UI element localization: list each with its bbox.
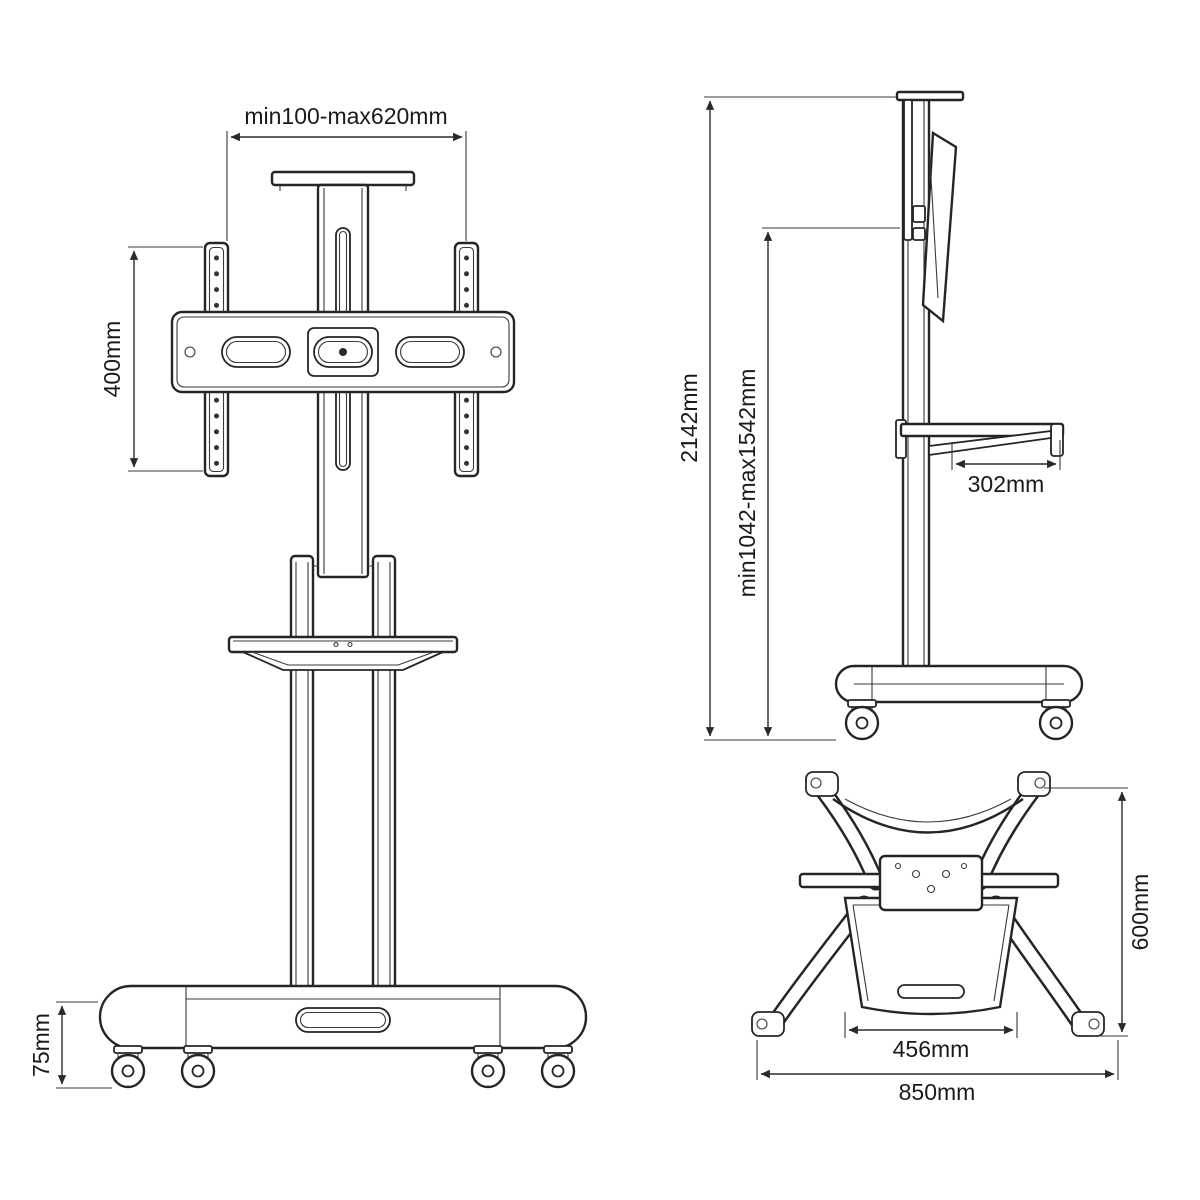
dim-label-base-width: 850mm [899, 1079, 976, 1105]
dim-shelf-depth: 302mm [951, 440, 1061, 497]
dim-label-base-depth: 600mm [1127, 874, 1153, 951]
center-screw [339, 348, 347, 356]
caster-front-2 [180, 1045, 216, 1089]
wheel-hub [191, 1064, 205, 1078]
dim-base-width: 850mm [756, 1040, 1119, 1105]
shelf-bottom-view [843, 896, 1019, 1016]
base-curved-band [832, 798, 1024, 834]
extension-lines [704, 96, 896, 741]
caster-side-1 [844, 699, 880, 741]
bottom-view: 600mm 456mm 850mm [751, 771, 1153, 1105]
end-hole-right [490, 346, 502, 358]
extension-lines [756, 1040, 1119, 1080]
base-front [98, 984, 588, 1050]
dim-vesa-height: 400mm [99, 246, 203, 472]
dim-caster-height: 75mm [28, 1001, 112, 1089]
caster-front-4 [540, 1045, 576, 1089]
base-slot [295, 1007, 391, 1033]
extension-lines [951, 440, 1061, 470]
wheel-hub [481, 1064, 495, 1078]
dim-mount-width: min100-max620mm [226, 103, 467, 241]
side-view: 2142mm min1042-max1542mm [676, 90, 1084, 741]
extension-lines [1044, 787, 1128, 1037]
shelf-side [895, 419, 1065, 459]
shelf-end-bracket [1050, 423, 1064, 457]
dim-label-shelf-width: 456mm [893, 1036, 970, 1062]
base-side [834, 664, 1084, 704]
front-view: min100-max620mm [28, 103, 588, 1089]
extension-lines [56, 1001, 112, 1089]
dim-label-caster-height: 75mm [28, 1013, 54, 1077]
extension-lines [226, 131, 467, 241]
caster-front-1 [110, 1045, 146, 1089]
slot-oval-left [221, 336, 291, 368]
extension-lines [128, 246, 203, 472]
caster-front-3 [470, 1045, 506, 1089]
wheel-hub [855, 716, 869, 730]
caster-pad-top-right [1017, 771, 1051, 797]
bracket-clamp [912, 227, 926, 241]
wheel-hub [1049, 716, 1063, 730]
dim-label-total-height: 2142mm [676, 373, 702, 462]
caster-pad-top-left [805, 771, 839, 797]
dim-total-height: 2142mm [676, 96, 896, 741]
dim-base-depth: 600mm [1044, 787, 1153, 1037]
crossbar [170, 310, 516, 394]
shelf-handle-slot [897, 984, 965, 999]
caster-pad-bottom-right [1071, 1011, 1105, 1037]
caster-side-2 [1038, 699, 1074, 741]
dim-label-height-range: min1042-max1542mm [734, 369, 760, 598]
mount-rail-edge [903, 99, 913, 241]
slot-oval-right [395, 336, 465, 368]
mount-plate-bottom-view [878, 854, 984, 912]
dim-label-mount-width: min100-max620mm [244, 103, 447, 129]
dim-height-range: min1042-max1542mm [734, 227, 900, 737]
dim-shelf-width: 456mm [844, 1012, 1018, 1062]
column-posts-lower [289, 554, 397, 1000]
wheel-hub [121, 1064, 135, 1078]
end-hole-left [184, 346, 196, 358]
shelf-support [242, 651, 444, 671]
wheel-hub [551, 1064, 565, 1078]
shelf-support-side [928, 429, 1052, 457]
shelf-front [227, 635, 459, 671]
extension-lines [844, 1012, 1018, 1038]
dim-label-vesa-height: 400mm [99, 321, 125, 398]
caster-pad-bottom-left [751, 1011, 785, 1037]
dim-label-shelf-depth: 302mm [968, 471, 1045, 497]
bracket-clamp [912, 205, 926, 223]
tv-panel-side [912, 130, 958, 324]
top-plate-edge [895, 90, 965, 102]
